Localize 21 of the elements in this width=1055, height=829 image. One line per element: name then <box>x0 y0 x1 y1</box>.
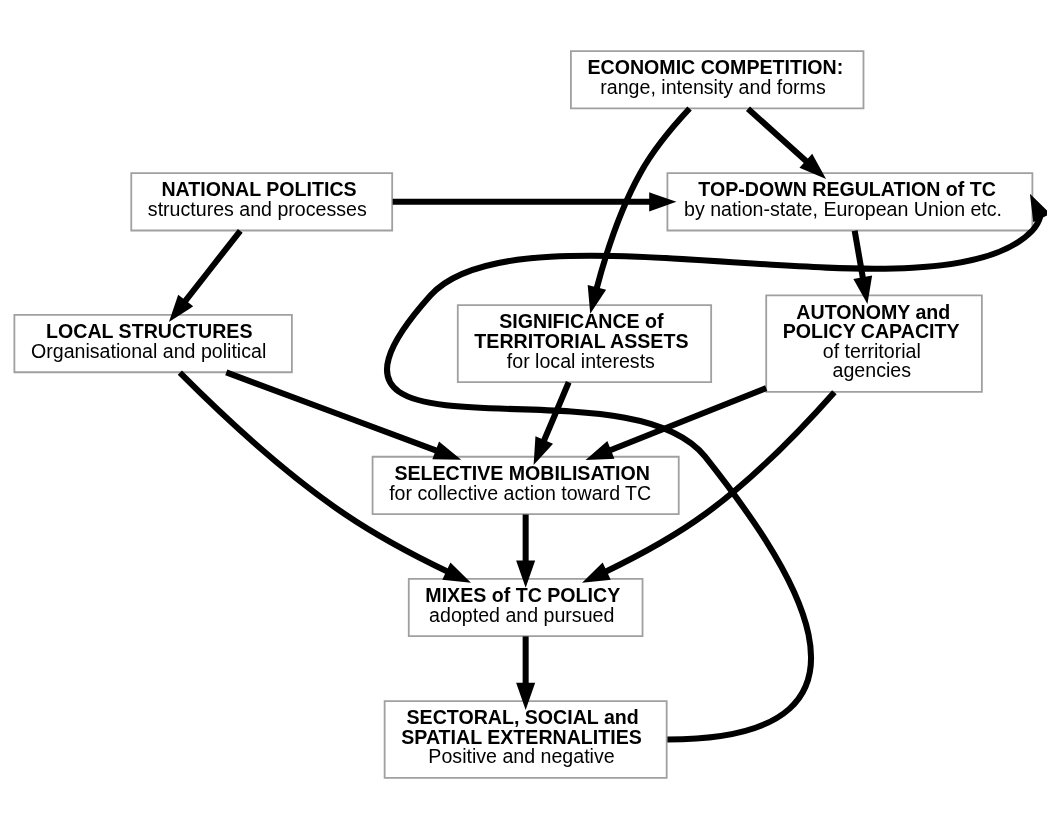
arrow <box>587 106 692 314</box>
node-box: SIGNIFICANCE of TERRITORIAL ASSETS for local interests <box>456 304 713 383</box>
arrow <box>392 192 677 212</box>
node-box: MIXES of TC POLICY adopted and pursued <box>407 578 644 638</box>
arrow <box>516 636 536 711</box>
node-box: TOP-DOWN REGULATION of TC by nation-state, European Union etc. <box>666 172 1034 232</box>
node-box: ECONOMIC COMPETITION: range, intensity and forms <box>570 50 865 110</box>
arrow <box>745 106 827 179</box>
node-box: AUTONOMY and POLICY CAPACITY of territorial agencies <box>765 294 983 393</box>
arrow <box>585 385 768 460</box>
arrow <box>225 369 462 460</box>
node-box: SELECTIVE MOBILISATION for collective action toward TC <box>371 455 680 515</box>
arrow <box>516 514 536 588</box>
arrow <box>851 230 873 305</box>
node-box: LOCAL STRUCTURES Organisational and political <box>13 314 293 374</box>
arrow <box>384 193 1047 743</box>
arrow <box>168 228 243 322</box>
node-box: SECTORAL, SOCIAL and SPATIAL EXTERNALITIES Positive and negative <box>383 700 668 779</box>
arrow <box>582 390 837 583</box>
arrow <box>177 370 471 583</box>
node-box: NATIONAL POLITICS structures and processes <box>130 172 394 232</box>
